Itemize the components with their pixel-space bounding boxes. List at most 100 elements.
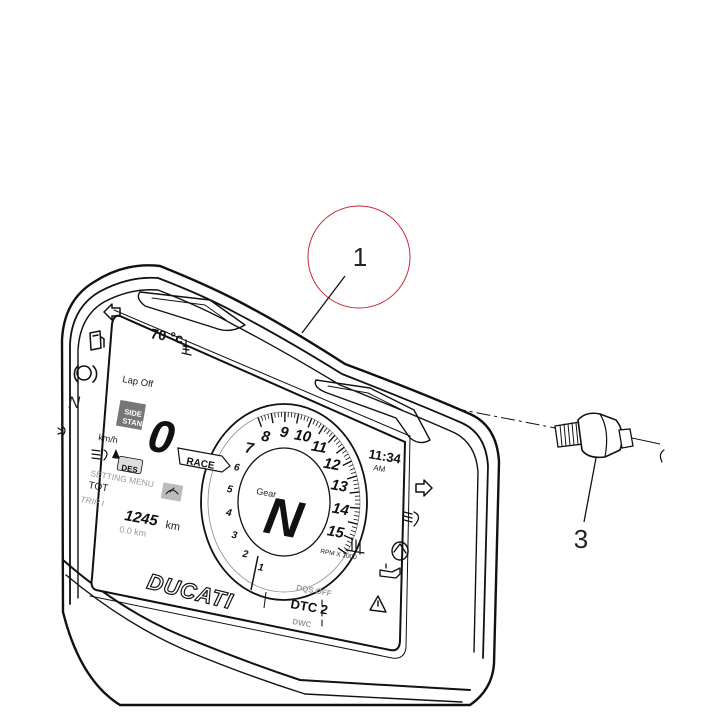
tach-inner-ring — [207, 411, 361, 593]
speed-warning-badge — [160, 482, 184, 502]
tach-tick — [306, 416, 309, 422]
tot-label: TOT — [87, 480, 108, 494]
housing-bottom-lip-2 — [65, 574, 463, 703]
traction-icon — [112, 449, 120, 459]
tach-tick — [349, 533, 355, 537]
tach-label: 5 — [226, 484, 234, 496]
tach-needle — [250, 555, 259, 591]
tach-tick — [290, 412, 293, 418]
tach-tick — [347, 521, 358, 525]
speed-unit: km/h — [98, 432, 119, 445]
tach-tick — [346, 475, 357, 480]
callout-3: 3 — [574, 457, 597, 554]
side-stand-line-1: SIDE — [124, 407, 143, 419]
turn-right-arrow-icon — [415, 479, 433, 497]
tach-tick — [274, 412, 276, 418]
fastener-part-3 — [554, 412, 665, 463]
visor-right-inner — [327, 385, 403, 411]
race-mode-pointer — [177, 447, 231, 473]
tach-label: 2 — [241, 549, 250, 561]
tach-tick — [351, 526, 357, 529]
housing-rim-2 — [69, 276, 489, 659]
tach-tick — [264, 414, 267, 420]
tach-tick — [315, 421, 319, 427]
tach-label: 14 — [331, 500, 351, 520]
tach-tick — [349, 506, 360, 509]
tach-tick — [335, 446, 345, 454]
tach-tick — [303, 415, 306, 421]
lcd-content: 70 °c Lap Off SIDE STAND 0 km/h DES SETT… — [80, 325, 403, 629]
tach-tick — [327, 434, 336, 444]
tach-tick — [338, 443, 343, 448]
tach-label: 7 — [244, 439, 256, 457]
gear-circle — [237, 447, 331, 557]
tach-label: 6 — [233, 462, 241, 474]
tach-tick — [328, 432, 333, 437]
tach-tick — [333, 437, 338, 442]
tach-tick — [350, 471, 356, 475]
tach-tick — [345, 543, 351, 548]
oil-pressure-icon — [379, 563, 401, 579]
gear-label: Gear — [256, 486, 277, 499]
dtc-status: DTC 2 — [289, 596, 329, 617]
odometer-unit: km — [164, 519, 181, 533]
fuel-pump-icon — [89, 330, 105, 351]
race-mode-label: RACE — [185, 456, 215, 472]
fastener-centerline — [451, 407, 567, 431]
side-stand-badge — [115, 399, 147, 431]
clock-ampm: AM — [373, 463, 387, 474]
dashboard-housing: N 70 °c Lap Off SIDE STAND 0 km/h DES SE… — [57, 264, 501, 707]
visor-left-inner — [151, 297, 227, 321]
rpm-bar-icon — [345, 537, 365, 555]
tach-label: 8 — [260, 428, 272, 446]
fastener-body — [577, 412, 624, 459]
tach-tick — [318, 423, 322, 428]
tach-tick — [354, 487, 360, 490]
tach-tick — [300, 414, 303, 420]
neutral-indicator: N — [68, 393, 81, 412]
tach-label: 1 — [257, 562, 265, 574]
tach-tick — [350, 529, 356, 533]
tach-tick — [267, 413, 270, 420]
tach-label: 9 — [278, 423, 290, 441]
callout-1-circle — [307, 205, 411, 309]
visor-left — [137, 291, 246, 332]
tach-label: 13 — [330, 476, 350, 496]
tach-tick — [342, 460, 352, 467]
trip-label: TRIP I — [80, 494, 106, 508]
tach-label: 4 — [224, 507, 233, 519]
parking-light-icon — [57, 425, 66, 437]
speed-warning-icon — [165, 487, 179, 495]
lcd-divider — [263, 591, 267, 609]
fastener-body-edge — [599, 413, 608, 458]
tach-tick — [318, 425, 325, 435]
fastener-tail-hook — [659, 449, 665, 463]
coolant-temp-icon — [181, 339, 192, 356]
tach-tick — [343, 453, 349, 457]
lap-status: Lap Off — [121, 374, 154, 390]
tach-tick — [352, 479, 358, 482]
fastener-pin — [618, 428, 634, 449]
tach-label: 3 — [231, 530, 239, 542]
headlight-icon — [91, 449, 108, 461]
coolant-temp: 70 °c — [149, 325, 184, 346]
tach-tick — [353, 483, 359, 486]
tach-label: 10 — [293, 426, 313, 446]
tach-tick — [354, 511, 360, 513]
tach-tick — [257, 417, 263, 428]
tach-ticks — [257, 411, 360, 555]
housing-rim-3 — [77, 289, 479, 653]
tach-label: 12 — [322, 455, 342, 475]
abs-icon — [73, 365, 98, 383]
tach-tick — [345, 457, 351, 461]
tach-tick — [294, 412, 296, 418]
high-beam-icon — [403, 511, 420, 527]
callout-3-leader — [583, 457, 597, 523]
odometer-value: 1245 — [123, 507, 159, 530]
warning-triangle-icon — [369, 595, 387, 613]
side-stand-line-2: STAND — [122, 416, 149, 429]
fastener-exit-line — [631, 437, 661, 445]
